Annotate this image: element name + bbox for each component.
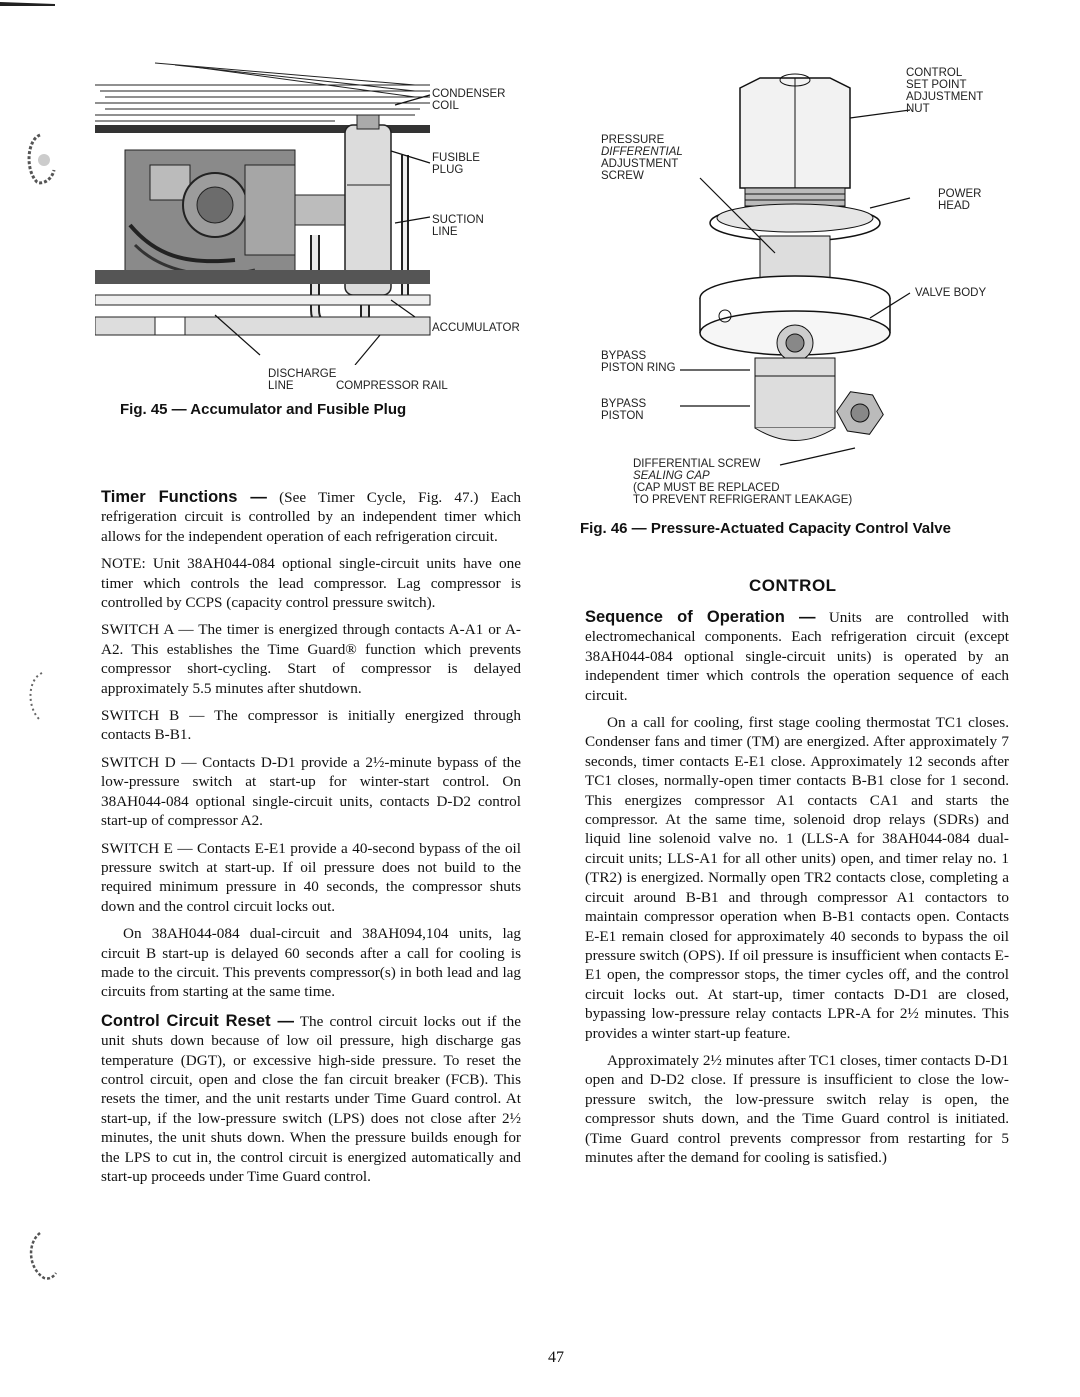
label-sealing-cap: SEALING CAP xyxy=(633,470,710,482)
binder-hole-top xyxy=(27,133,56,185)
control-circuit-reset-para: Control Circuit Reset — The control circ… xyxy=(101,1011,521,1185)
label-discharge-line: DISCHARGE LINE xyxy=(268,368,337,392)
sequence-para: Sequence of Operation — Units are contro… xyxy=(585,608,1009,704)
fig45-illustration xyxy=(95,62,431,365)
control-circuit-reset-heading: Control Circuit Reset — xyxy=(101,1011,294,1030)
right-column: Sequence of Operation — Units are contro… xyxy=(585,608,1009,1175)
binder-hole-bottom xyxy=(29,1232,58,1280)
label-valve-body: VALVE BODY xyxy=(915,287,987,299)
label-condenser-coil: CONDENSER COIL xyxy=(432,88,506,112)
page-number: 47 xyxy=(548,1349,564,1366)
left-column: Timer Functions — (See Timer Cycle, Fig.… xyxy=(101,488,521,1194)
binder-hole-middle xyxy=(29,672,43,721)
label-fusible-plug: FUSIBLE PLUG xyxy=(432,152,480,176)
label-suction-line: SUCTION LINE xyxy=(432,214,484,238)
label-compressor-rail: COMPRESSOR RAIL xyxy=(336,380,448,392)
scan-corner-mark xyxy=(0,2,55,6)
fig45-caption: Fig. 45 — Accumulator and Fusible Plug xyxy=(120,401,407,418)
label-pressure-diff-3: ADJUSTMENT SCREW xyxy=(601,158,679,182)
label-power-head: POWER HEAD xyxy=(938,188,982,212)
label-accumulator: ACCUMULATOR xyxy=(432,322,520,334)
label-cap-note: (CAP MUST BE REPLACED TO PREVENT REFRIGE… xyxy=(633,482,853,506)
label-pressure-diff-1: PRESSURE xyxy=(601,134,665,146)
control-section-title: CONTROL xyxy=(749,576,837,595)
cooling-call-para: On a call for cooling, first stage cooli… xyxy=(585,714,1009,1042)
label-diff-screw: DIFFERENTIAL SCREW xyxy=(633,458,761,470)
fig46-illustration xyxy=(680,73,911,466)
lag-circuit-para: On 38AH044-084 dual-circuit and 38AH094,… xyxy=(101,925,521,1001)
note-para: NOTE: Unit 38AH044-084 optional single-c… xyxy=(101,555,521,612)
label-bypass-piston: BYPASS PISTON xyxy=(601,398,647,422)
switch-a-para: SWITCH A — The timer is energized throug… xyxy=(101,621,521,697)
label-control-set-point: CONTROL SET POINT ADJUSTMENT NUT xyxy=(906,67,984,115)
label-pressure-diff-2: DIFFERENTIAL xyxy=(601,146,683,158)
fig46-caption: Fig. 46 — Pressure-Actuated Capacity Con… xyxy=(580,520,951,537)
switch-e-para: SWITCH E — Contacts E-E1 provide a 40-se… xyxy=(101,839,521,915)
timer-functions-para: Timer Functions — (See Timer Cycle, Fig.… xyxy=(101,488,521,545)
sequence-heading: Sequence of Operation — xyxy=(585,608,816,626)
label-bypass-piston-ring: BYPASS PISTON RING xyxy=(601,350,676,374)
switch-d-para: SWITCH D — Contacts D-D1 provide a 2½-mi… xyxy=(101,753,521,830)
timer-functions-heading: Timer Functions — xyxy=(101,488,267,506)
time-guard-para: Approximately 2½ minutes after TC1 close… xyxy=(585,1051,1009,1166)
switch-b-para: SWITCH B — The compressor is initially e… xyxy=(101,707,521,744)
